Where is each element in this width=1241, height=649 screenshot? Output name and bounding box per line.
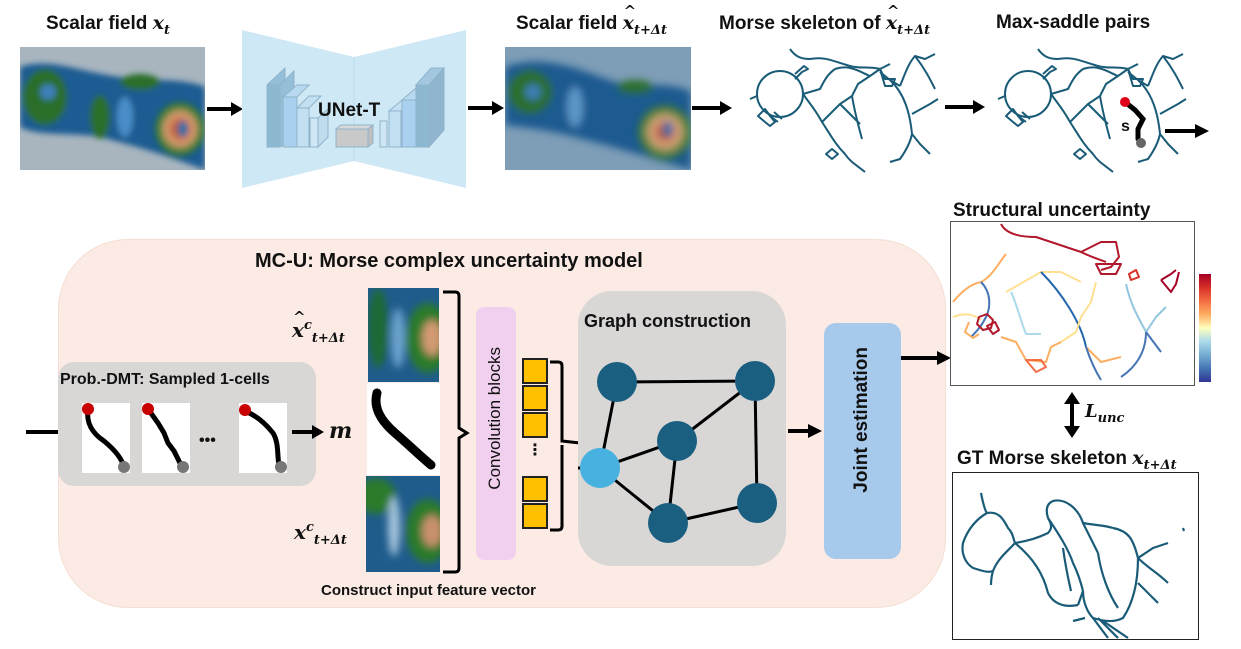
ellipsis-icon: •••: [199, 432, 216, 449]
structural-uncertainty-title: Structural uncertainty: [953, 200, 1151, 221]
title-text: Scalar field: [46, 13, 153, 34]
input-feature-caption: Construct input feature vector: [321, 582, 537, 599]
math-var: xt+Δt: [623, 2, 667, 38]
pred-crop-label: xct+Δt: [292, 308, 345, 346]
convolution-blocks-label: Convolution blocks: [485, 347, 504, 490]
gt-crop-image: [366, 476, 440, 572]
saddle-label: s: [1121, 118, 1130, 135]
feature-cell: [522, 476, 548, 502]
arrow-right-icon: [788, 424, 822, 443]
prob-dmt-title: Prob.-DMT: Sampled 1-cells: [60, 371, 270, 388]
feature-bracket: [550, 360, 581, 532]
graph-node-highlighted: [580, 448, 620, 488]
feature-cell: [522, 503, 548, 529]
sampled-one-cell: [82, 403, 130, 473]
graph-node: [657, 421, 697, 461]
arrow-right-icon: [901, 351, 951, 370]
one-cell-path: [1122, 99, 1146, 142]
joint-estimation-label: Joint estimation: [851, 347, 872, 493]
scalar-field-pred-image: [505, 47, 691, 170]
mcu-title: MC-U: Morse complex uncertainty model: [255, 250, 643, 272]
arrow-right-icon: [468, 101, 504, 120]
arrow-right-icon: [692, 101, 732, 120]
input-bracket: [443, 290, 470, 574]
double-arrow-icon: [1064, 392, 1080, 443]
scalar-field-pred-title: Scalar field xt+Δt: [516, 2, 667, 38]
morse-skeleton-title: Morse skeleton of xt+Δt: [719, 2, 930, 38]
joint-estimation-block: Joint estimation: [824, 323, 901, 559]
feature-cell: [522, 358, 548, 384]
graph-construction-title: Graph construction: [584, 311, 752, 331]
math-var: xt: [152, 12, 171, 38]
uncertainty-colorbar: [1199, 274, 1211, 382]
ellipsis-icon: ⋮: [527, 442, 543, 459]
maximum-point: [1120, 97, 1130, 107]
sampled-one-cell: [239, 403, 287, 473]
gt-crop-label: xct+Δt: [294, 520, 347, 548]
m-variable: m: [329, 418, 353, 444]
title-text: Morse skeleton of: [719, 13, 886, 34]
arrow-right-icon: [292, 425, 324, 444]
graph-node: [648, 503, 688, 543]
arrow-right-icon: [945, 100, 985, 119]
title-text: GT Morse skeleton: [957, 448, 1133, 469]
max-saddle-image: [997, 48, 1187, 173]
morse-skeleton-image: [749, 48, 939, 173]
structural-uncertainty-image: [950, 221, 1195, 386]
title-text: Scalar field: [516, 13, 623, 34]
arrow-right-icon: [207, 102, 243, 121]
gt-skeleton-title: GT Morse skeleton xt+Δt: [957, 447, 1177, 473]
gt-skeleton-image: [952, 472, 1199, 640]
graph: [578, 361, 777, 543]
saddle-point: [1136, 138, 1146, 148]
feature-cell: [522, 385, 548, 411]
math-var: xt+Δt: [886, 2, 930, 38]
unet-model: UNet-T: [242, 30, 466, 188]
loss-label: Lunc: [1085, 401, 1125, 426]
arrow-right-icon: [1165, 124, 1209, 143]
feature-cell: [522, 412, 548, 438]
math-var: xt+Δt: [1132, 447, 1177, 473]
graph-edge: [753, 380, 759, 504]
scalar-field-input-title: Scalar field xt: [46, 12, 170, 38]
graph-edge: [616, 379, 756, 384]
unet-label: UNet-T: [318, 100, 381, 121]
graph-node: [737, 483, 777, 523]
m-mask-image: [367, 383, 440, 475]
graph-node: [597, 362, 637, 402]
pred-crop-image: [368, 288, 439, 382]
graph-node: [735, 361, 775, 401]
convolution-blocks: Convolution blocks: [476, 307, 516, 560]
scalar-field-input-image: [20, 47, 205, 170]
max-saddle-title: Max-saddle pairs: [996, 12, 1151, 33]
sampled-one-cell: [142, 403, 190, 473]
